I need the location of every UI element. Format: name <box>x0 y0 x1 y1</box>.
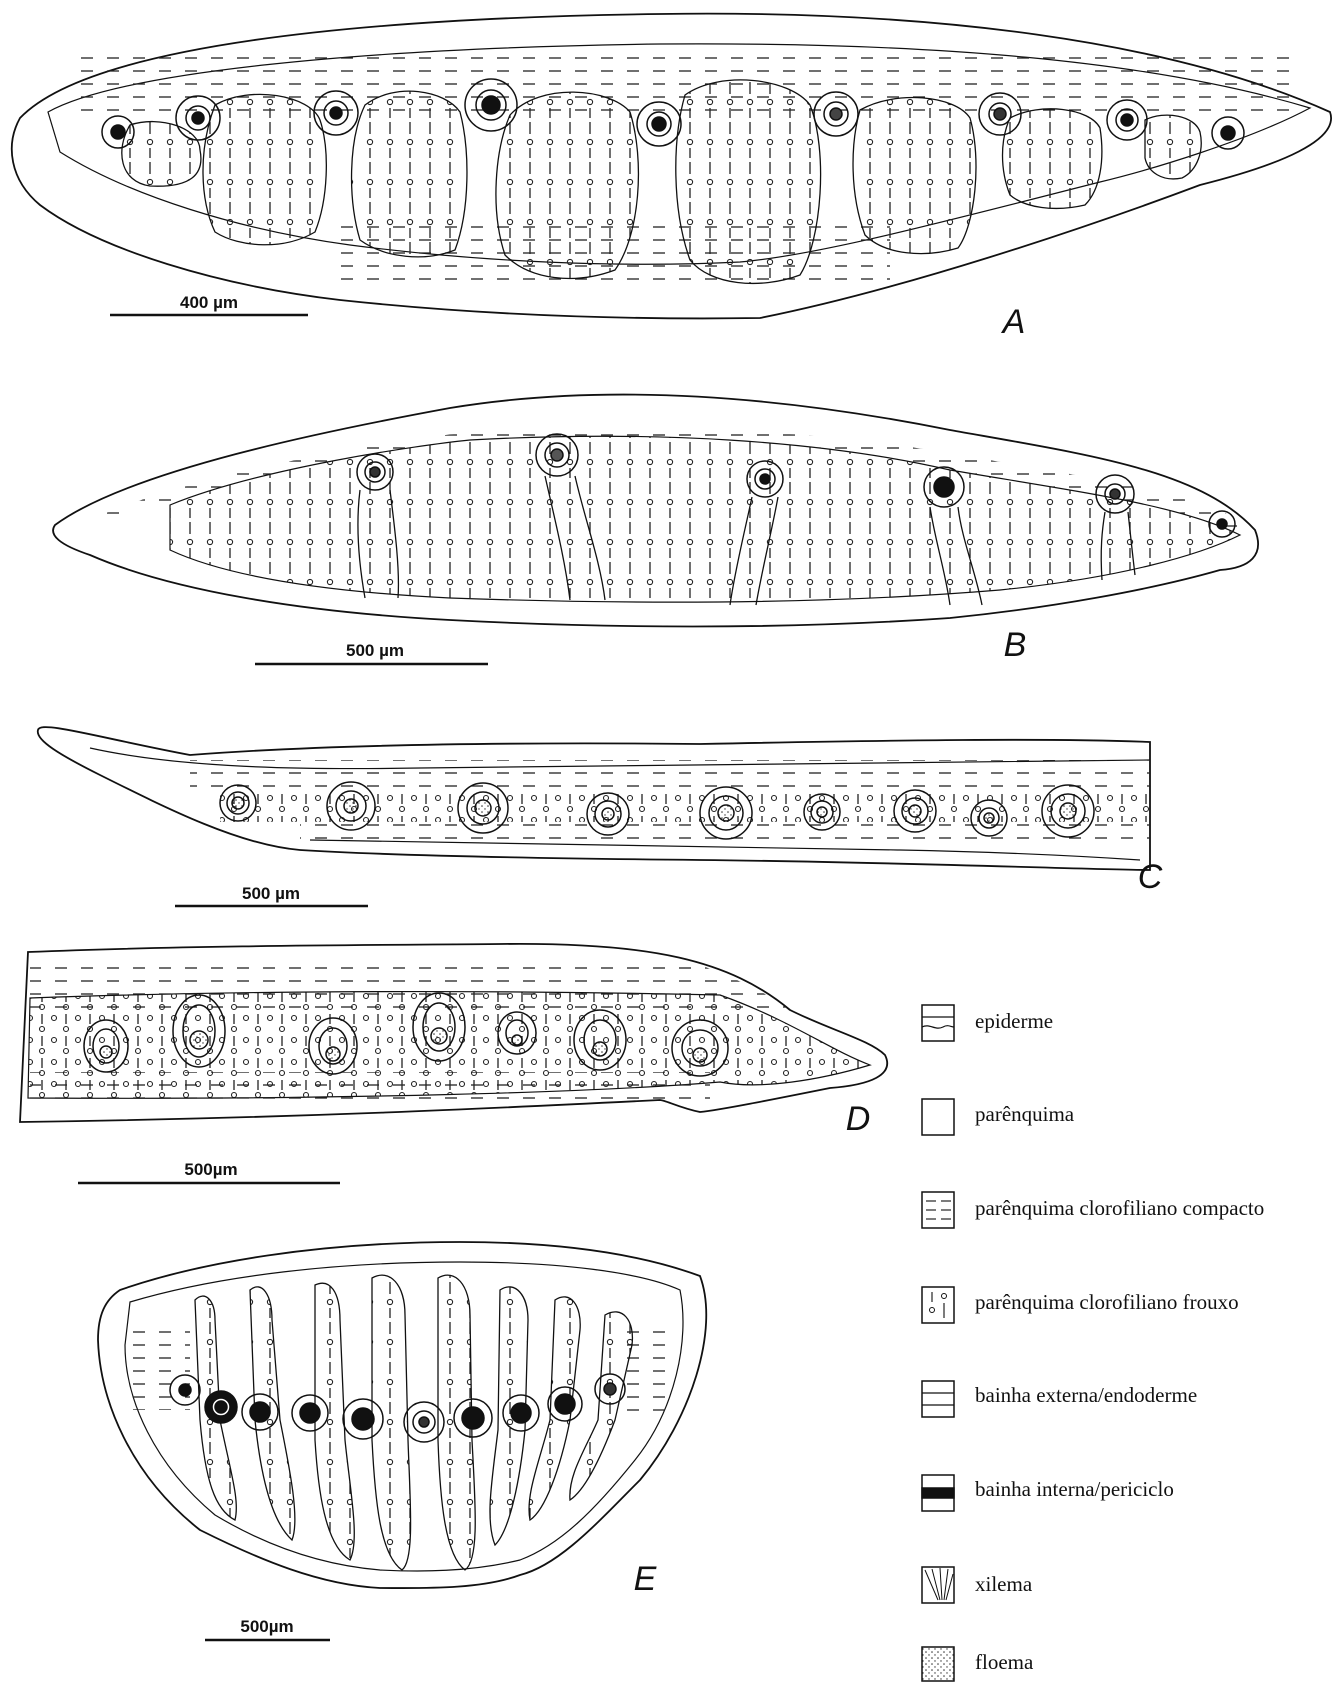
vascular-bundle <box>652 117 666 131</box>
panel-e-scale-label: 500µm <box>240 1617 293 1636</box>
panel-b-scale-label: 500 µm <box>346 641 404 660</box>
legend-swatch-epiderme <box>922 1005 954 1041</box>
legend-swatch-parenquima <box>922 1099 954 1135</box>
legend-label-compacto: parênquima clorofiliano compacto <box>975 1196 1264 1220</box>
legend-label-parenquima: parênquima <box>975 1102 1075 1126</box>
panel-a-mesophyll-8 <box>1145 115 1201 179</box>
panel-c-cross-section <box>38 727 1150 906</box>
legend-swatch-endoderme <box>922 1381 954 1417</box>
panel-a-mesophyll-3 <box>352 91 467 257</box>
panel-c-compact-upper <box>190 760 1150 790</box>
vascular-bundle <box>1217 519 1227 529</box>
vascular-bundle <box>1121 114 1133 126</box>
panel-a-mesophyll-4 <box>496 92 638 278</box>
panel-d-compact-lower <box>30 1072 710 1110</box>
panel-a-mesophyll-5 <box>676 80 821 284</box>
vascular-bundle <box>934 477 954 497</box>
panel-e-letter: E <box>634 1560 657 1598</box>
legend-label-epiderme: epiderme <box>975 1009 1053 1033</box>
legend-swatch-compacto <box>922 1192 954 1228</box>
vascular-bundle <box>551 449 563 461</box>
vascular-bundle <box>994 108 1006 120</box>
vascular-bundle <box>482 96 500 114</box>
panel-b-cross-section <box>53 395 1258 664</box>
vascular-bundle <box>1110 489 1120 499</box>
panel-d-compact-upper <box>30 965 790 1010</box>
panel-d-cross-section <box>20 944 887 1183</box>
panel-c-loose <box>220 790 1150 822</box>
vascular-bundle <box>330 107 342 119</box>
panel-c-scale-label: 500 µm <box>242 884 300 903</box>
vascular-bundle <box>111 125 125 139</box>
panel-a-scale-label: 400 µm <box>180 293 238 312</box>
legend-label-xilema: xilema <box>975 1572 1033 1596</box>
panel-b-letter: B <box>1004 626 1027 664</box>
legend-label-floema: floema <box>975 1650 1034 1674</box>
legend-swatch-frouxo <box>922 1287 954 1323</box>
panel-a-cross-section <box>12 14 1331 319</box>
panel-d-letter: D <box>846 1100 871 1138</box>
legend-swatch-periciclo <box>922 1475 954 1511</box>
vascular-bundle <box>760 474 770 484</box>
legend-label-periciclo: bainha interna/periciclo <box>975 1477 1174 1501</box>
panel-d-scale-label: 500µm <box>184 1160 237 1179</box>
legend-swatch-floema <box>922 1647 954 1681</box>
legend-label-endoderme: bainha externa/endoderme <box>975 1383 1197 1407</box>
vascular-bundle <box>370 467 380 477</box>
vascular-bundle <box>205 1391 237 1423</box>
vascular-bundle <box>830 108 842 120</box>
panel-a-letter: A <box>1001 303 1026 341</box>
legend <box>922 1005 954 1681</box>
legend-label-frouxo: parênquima clorofiliano frouxo <box>975 1290 1239 1314</box>
vascular-bundle <box>1221 126 1235 140</box>
panel-a-mesophyll-2 <box>203 94 326 244</box>
panel-e-cross-section <box>98 1242 706 1640</box>
panel-c-letter: C <box>1138 858 1163 896</box>
panel-e-compact-left <box>130 1320 190 1410</box>
panel-a-mesophyll-7 <box>1003 109 1102 209</box>
panel-a-mesophyll-6 <box>853 98 976 254</box>
vascular-bundle <box>192 112 204 124</box>
legend-swatch-xilema <box>922 1567 954 1603</box>
panel-c-compact-lower <box>300 820 1150 850</box>
